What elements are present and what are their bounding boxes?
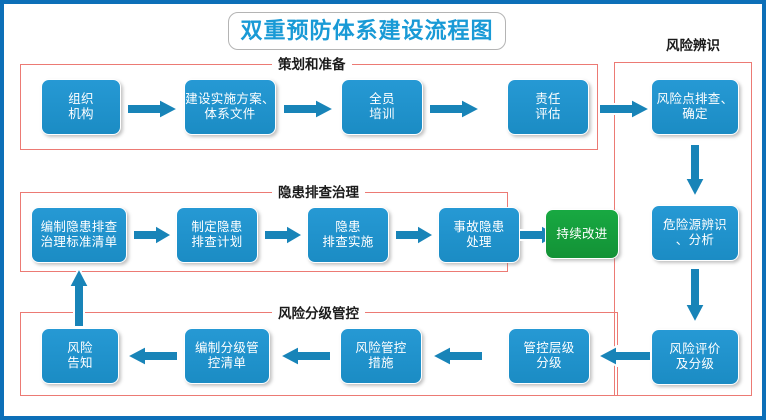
node-graded-control-list-line2: 控清单 bbox=[207, 356, 247, 370]
section-planning-label: 策划和准备 bbox=[272, 57, 352, 73]
node-graded-control-list[interactable]: 编制分级管 控清单 bbox=[184, 328, 270, 384]
node-continuous-improvement[interactable]: 持续改进 bbox=[545, 209, 619, 259]
node-organization-line2: 机构 bbox=[68, 107, 94, 121]
node-hazard-inspection-plan-line1: 制定隐患 bbox=[191, 220, 243, 234]
arrow-responsibility-to-riskpoint bbox=[599, 98, 651, 120]
node-hazard-inspection-plan-line2: 排查计划 bbox=[191, 235, 243, 249]
node-risk-notification[interactable]: 风险 告知 bbox=[41, 328, 119, 384]
section-identify-label: 风险辨识 bbox=[660, 38, 726, 54]
node-hazard-source-analysis-line2: 、分析 bbox=[675, 233, 715, 247]
arrow-controllist-to-notify bbox=[127, 345, 179, 367]
node-accident-hazard-handling[interactable]: 事故隐患 处理 bbox=[438, 207, 520, 263]
node-risk-evaluation-grading-line2: 及分级 bbox=[675, 357, 715, 371]
node-risk-point-identification-line1: 风险点排查、 bbox=[656, 92, 734, 106]
node-risk-evaluation-grading-line1: 风险评价 bbox=[669, 342, 721, 356]
node-hazard-standard-list-line1: 编制隐患排查 bbox=[40, 220, 118, 234]
arrow-measure-to-controllist bbox=[280, 345, 332, 367]
node-hazard-source-analysis[interactable]: 危险源辨识 、分析 bbox=[651, 205, 739, 261]
node-control-level-grading-line2: 分级 bbox=[536, 356, 562, 370]
node-control-level-grading-line1: 管控层级 bbox=[523, 341, 575, 355]
node-risk-notification-line1: 风险 bbox=[67, 341, 93, 355]
arrow-plan-to-exec bbox=[264, 224, 304, 246]
arrow-level-to-measure bbox=[432, 345, 484, 367]
arrow-stdlist-to-plan bbox=[133, 224, 173, 246]
section-control-label: 风险分级管控 bbox=[272, 306, 365, 322]
arrow-riskpoint-down bbox=[684, 144, 706, 198]
node-organization-line1: 组织 bbox=[68, 92, 94, 106]
node-hazard-standard-list-line2: 治理标准清单 bbox=[40, 235, 118, 249]
node-accident-hazard-handling-line1: 事故隐患 bbox=[453, 220, 505, 234]
node-hazard-inspection-execution[interactable]: 隐患 排查实施 bbox=[307, 207, 389, 263]
node-hazard-inspection-execution-line2: 排查实施 bbox=[322, 235, 374, 249]
arrow-source-down bbox=[684, 268, 706, 324]
node-risk-control-measures-line2: 措施 bbox=[368, 356, 394, 370]
node-control-level-grading[interactable]: 管控层级 分级 bbox=[508, 328, 590, 384]
node-organization[interactable]: 组织 机构 bbox=[41, 79, 121, 135]
chart-title: 双重预防体系建设流程图 bbox=[240, 18, 494, 43]
node-responsibility-assessment-line1: 责任 bbox=[535, 92, 561, 106]
node-implementation-plan-line2: 体系文件 bbox=[204, 107, 256, 121]
chart-title-box: 双重预防体系建设流程图 bbox=[228, 12, 506, 50]
node-risk-evaluation-grading[interactable]: 风险评价 及分级 bbox=[651, 329, 739, 385]
node-risk-point-identification-line2: 确定 bbox=[682, 107, 708, 121]
node-implementation-plan-line1: 建设实施方案、 bbox=[185, 92, 275, 106]
node-implementation-plan[interactable]: 建设实施方案、 体系文件 bbox=[184, 79, 276, 135]
node-risk-control-measures-line1: 风险管控 bbox=[355, 341, 407, 355]
node-accident-hazard-handling-line2: 处理 bbox=[466, 235, 492, 249]
arrow-exec-to-handle bbox=[395, 224, 435, 246]
arrow-notify-up-to-hazard bbox=[68, 268, 90, 328]
arrow-plan-to-training bbox=[283, 98, 335, 120]
node-continuous-improvement-label: 持续改进 bbox=[556, 226, 608, 241]
node-risk-point-identification[interactable]: 风险点排查、 确定 bbox=[651, 79, 739, 135]
node-hazard-inspection-plan[interactable]: 制定隐患 排查计划 bbox=[176, 207, 258, 263]
node-responsibility-assessment-line2: 评估 bbox=[535, 107, 561, 121]
node-staff-training[interactable]: 全员 培训 bbox=[341, 79, 423, 135]
node-risk-control-measures[interactable]: 风险管控 措施 bbox=[340, 328, 422, 384]
arrow-training-to-responsibility bbox=[429, 98, 481, 120]
arrow-eval-to-level bbox=[598, 345, 652, 367]
node-staff-training-line1: 全员 bbox=[369, 92, 395, 106]
node-staff-training-line2: 培训 bbox=[369, 107, 395, 121]
node-hazard-inspection-execution-line1: 隐患 bbox=[335, 220, 361, 234]
section-hazard-label: 隐患排查治理 bbox=[272, 185, 365, 201]
node-hazard-standard-list[interactable]: 编制隐患排查 治理标准清单 bbox=[31, 207, 127, 263]
arrow-org-to-plan bbox=[127, 98, 179, 120]
node-risk-notification-line2: 告知 bbox=[67, 356, 93, 370]
node-graded-control-list-line1: 编制分级管 bbox=[194, 341, 259, 355]
node-responsibility-assessment[interactable]: 责任 评估 bbox=[507, 79, 589, 135]
node-hazard-source-analysis-line1: 危险源辨识 bbox=[662, 218, 727, 232]
